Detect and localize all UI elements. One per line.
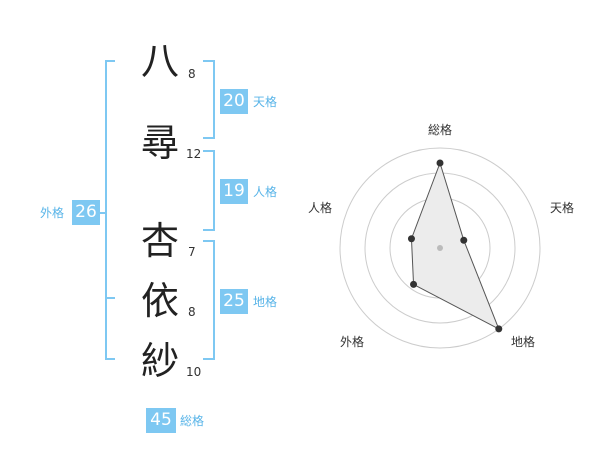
chikaku-label: 地格 (253, 295, 278, 309)
name-char-5: 紗 (140, 339, 179, 383)
stroke-count-3: 7 (188, 245, 196, 259)
chikaku-value-box: 25 (220, 289, 248, 314)
radar-point-3 (410, 280, 418, 288)
name-char-2: 尋 (140, 121, 179, 165)
radar-axis-label-tenkaku: 天格 (550, 201, 575, 215)
stroke-count-5: 10 (186, 365, 202, 379)
name-char-4: 依 (140, 279, 179, 323)
chikaku-bracket (203, 240, 215, 360)
gaikaku-value-box: 26 (72, 200, 100, 225)
radar-axis-label-soukaku: 総格 (428, 123, 453, 137)
stroke-count-4: 8 (188, 305, 196, 319)
tenkaku-bracket (203, 60, 215, 139)
radar-axis-label-chikaku: 地格 (511, 335, 536, 349)
radar-axis-label-jinkaku: 人格 (308, 201, 333, 215)
radar-point-2 (495, 325, 503, 333)
radar-grid-ring (339, 147, 541, 349)
radar-center-point (437, 245, 443, 251)
gaikaku-bracket (105, 60, 115, 360)
name-char-3: 杏 (140, 219, 179, 263)
gaikaku-connector (100, 212, 106, 214)
soukaku-value-box: 45 (146, 408, 176, 433)
radar-point-4 (407, 235, 415, 243)
gaikaku-bracket-mid-tick (105, 297, 115, 299)
radar-point-1 (460, 236, 468, 244)
soukaku-label: 総格 (180, 414, 205, 428)
jinkaku-label: 人格 (253, 185, 278, 199)
stroke-count-1: 8 (188, 67, 196, 81)
radar-data-polygon (410, 161, 500, 330)
tenkaku-label: 天格 (253, 95, 278, 109)
jinkaku-value-box: 19 (220, 179, 248, 204)
stroke-count-2: 12 (186, 147, 202, 161)
radar-axis-label-gaikaku: 外格 (340, 335, 365, 349)
gaikaku-label: 外格 (40, 206, 65, 220)
name-char-1: 八 (140, 39, 179, 83)
tenkaku-value-box: 20 (220, 89, 248, 114)
radar-point-0 (436, 159, 444, 167)
jinkaku-bracket (203, 150, 215, 231)
